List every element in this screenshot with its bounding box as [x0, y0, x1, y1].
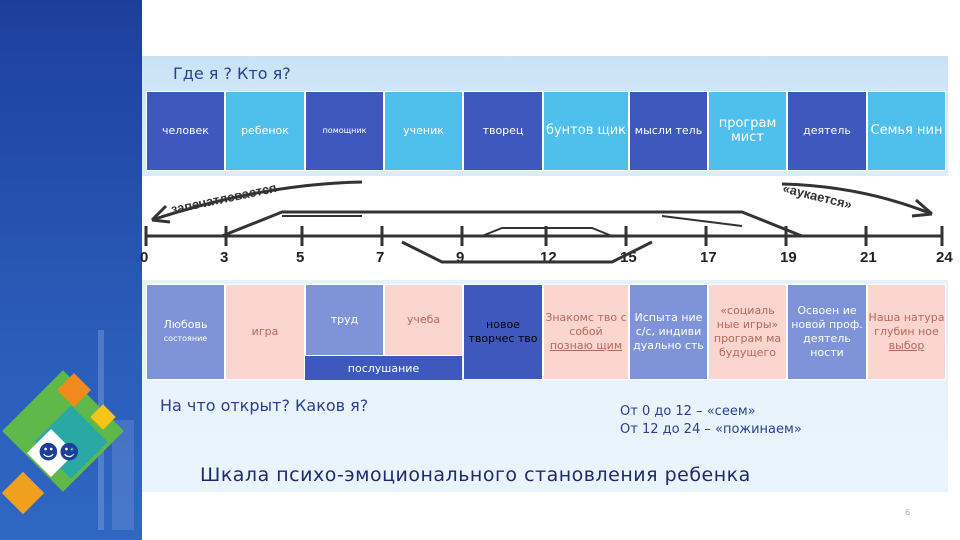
- timeline-tick-label: 24: [936, 249, 953, 266]
- role-label: творец: [482, 124, 524, 137]
- orange-diamond-shape-2: [1, 471, 45, 515]
- role-label: Семья нин: [870, 123, 943, 138]
- role-box: человек: [146, 91, 225, 171]
- trait-sublabel: познаю щим: [549, 339, 623, 352]
- role-box: ребенок: [225, 91, 305, 171]
- right-arrow: [781, 182, 933, 216]
- role-box: програм мист: [708, 91, 787, 171]
- role-box: деятель: [787, 91, 867, 171]
- trait-label: Испыта ние с/с, индиви дуально сть: [633, 311, 704, 352]
- role-box: бунтов щик: [543, 91, 629, 171]
- role-label: деятель: [803, 124, 851, 137]
- lower-bracket: [401, 240, 653, 264]
- role-label: человек: [162, 124, 209, 137]
- timeline-tick-label: 0: [140, 249, 148, 266]
- trait-label: новое творчес тво: [468, 318, 538, 345]
- timeline-tick-label: 7: [376, 249, 384, 266]
- left-arrow-label: запечатлевается: [170, 180, 278, 217]
- role-label: помощник: [322, 126, 367, 135]
- trait-box: Испыта ние с/с, индиви дуально сть: [629, 284, 708, 380]
- role-box: ученик: [384, 91, 463, 171]
- trait-label: труд: [330, 313, 359, 326]
- role-label: ребенок: [241, 124, 289, 137]
- trait-sublabel: выбор: [888, 339, 925, 352]
- bracket-arrows: [282, 215, 743, 227]
- obedience-bar: послушание: [305, 356, 462, 380]
- trait-label: Наша натура глубин ное: [868, 311, 945, 338]
- timeline-tick-label: 21: [860, 249, 877, 266]
- heading-bottom: На что открыт? Каков я?: [160, 396, 369, 415]
- trait-box: учеба: [384, 284, 463, 356]
- trait-box: Любовь состояние: [146, 284, 225, 380]
- role-box: мысли тель: [629, 91, 708, 171]
- role-box: помощник: [305, 91, 384, 171]
- left-arrow: [151, 180, 363, 222]
- trait-box: «социаль ные игры» програм ма будущего: [708, 284, 787, 380]
- note-sow: От 0 до 12 – «сеем»: [620, 404, 756, 419]
- timeline-tick-label: 3: [220, 249, 228, 266]
- outer-bracket: [221, 210, 803, 238]
- role-box: Семья нин: [867, 91, 946, 171]
- sidebar-decoration: ☻☻: [0, 0, 142, 540]
- role-label: бунтов щик: [545, 123, 627, 138]
- page-number: 6: [905, 508, 911, 517]
- role-label: ученик: [403, 124, 444, 137]
- trait-sublabel: состояние: [163, 334, 208, 343]
- heading-top: Где я ? Кто я?: [173, 64, 291, 83]
- role-label: мысли тель: [634, 124, 703, 137]
- trait-label: Любовь: [163, 318, 208, 331]
- trait-label: Освоен ие новой проф. деятель ности: [791, 304, 863, 359]
- role-label: програм мист: [718, 116, 777, 145]
- timeline-tick-label: 19: [780, 249, 797, 266]
- trait-box: Освоен ие новой проф. деятель ности: [787, 284, 867, 380]
- trait-label: «социаль ные игры» програм ма будущего: [713, 304, 782, 359]
- timeline-tick-label: 5: [296, 249, 304, 266]
- trait-label: учеба: [406, 313, 441, 326]
- trait-label: Знакомс тво с собой: [545, 311, 627, 338]
- trait-label: игра: [251, 325, 279, 338]
- building-silhouette: [112, 420, 134, 530]
- note-reap: От 12 до 24 – «пожинаем»: [620, 422, 802, 437]
- left-arrow-head: [150, 204, 171, 224]
- role-box: творец: [463, 91, 543, 171]
- slide-title: Шкала психо-эмоционального становления р…: [200, 464, 751, 486]
- right-arrow-head: [911, 198, 933, 218]
- trait-box: новое творчес тво: [463, 284, 543, 380]
- timeline-tick-label: 9: [456, 249, 464, 266]
- people-icon: ☻☻: [38, 440, 80, 464]
- trait-box: игра: [225, 284, 305, 380]
- timeline-tick-label: 17: [700, 249, 717, 266]
- inner-bracket: [481, 227, 613, 237]
- trait-box: труд: [305, 284, 384, 356]
